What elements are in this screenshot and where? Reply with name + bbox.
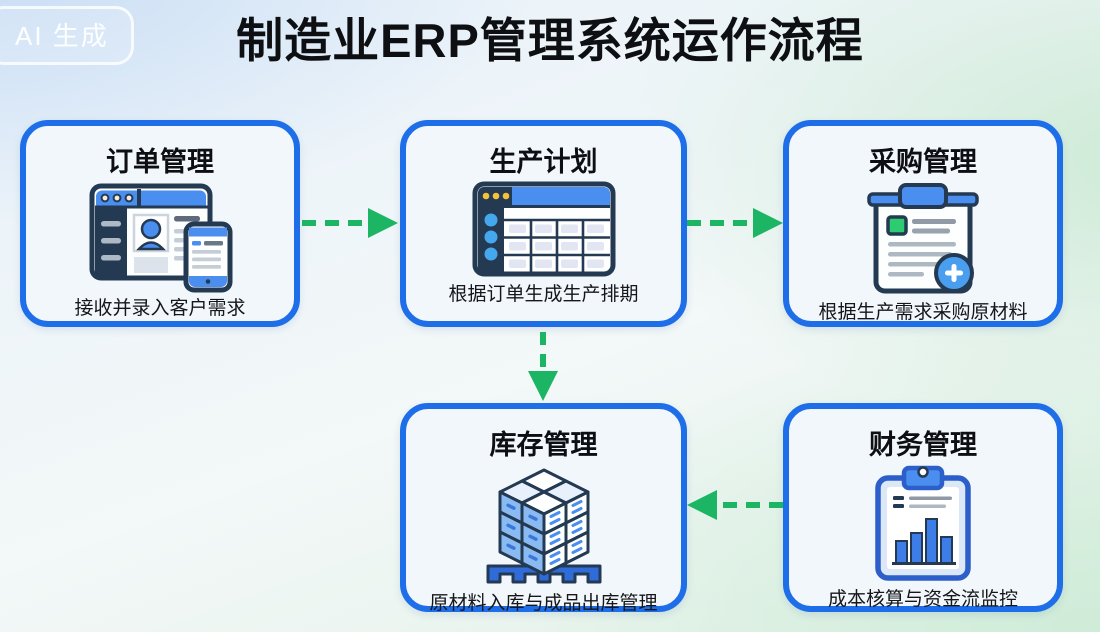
- card-order-management: 订单管理: [20, 120, 300, 327]
- card-description: 接收并录入客户需求: [74, 298, 246, 319]
- card-description: 原材料入库与成品出库管理: [429, 593, 658, 614]
- pallet-stacked-boxes-icon: [464, 462, 624, 588]
- schedule-table-icon: [469, 179, 619, 279]
- arrow-production-to-inventory: [528, 332, 558, 401]
- card-title: 订单管理: [106, 147, 214, 177]
- card-finance-management: 财务管理 成本核算与资金流监控: [783, 403, 1063, 612]
- ai-generated-badge: AI 生成: [0, 6, 134, 65]
- card-title: 财务管理: [869, 430, 977, 460]
- card-description: 根据生产需求采购原材料: [818, 302, 1028, 323]
- purchase-clipboard-plus-icon: [848, 179, 998, 297]
- card-description: 成本核算与资金流监控: [827, 589, 1018, 610]
- arrow-production-to-procurement: [687, 208, 783, 238]
- arrow-order-to-production: [302, 208, 398, 238]
- card-production-planning: 生产计划: [400, 120, 687, 327]
- finance-clipboard-chart-icon: [848, 462, 998, 584]
- card-inventory-management: 库存管理: [400, 403, 687, 614]
- card-description: 根据订单生成生产排期: [448, 284, 639, 305]
- card-title: 生产计划: [489, 147, 598, 177]
- card-title: 库存管理: [489, 430, 598, 460]
- card-title: 采购管理: [869, 147, 977, 177]
- arrow-finance-to-inventory: [687, 490, 783, 520]
- page-title: 制造业ERP管理系统运作流程: [236, 14, 864, 67]
- card-procurement-management: 采购管理 根据生产需求采购原材料: [783, 120, 1063, 327]
- browser-customer-phone-icon: [84, 179, 236, 293]
